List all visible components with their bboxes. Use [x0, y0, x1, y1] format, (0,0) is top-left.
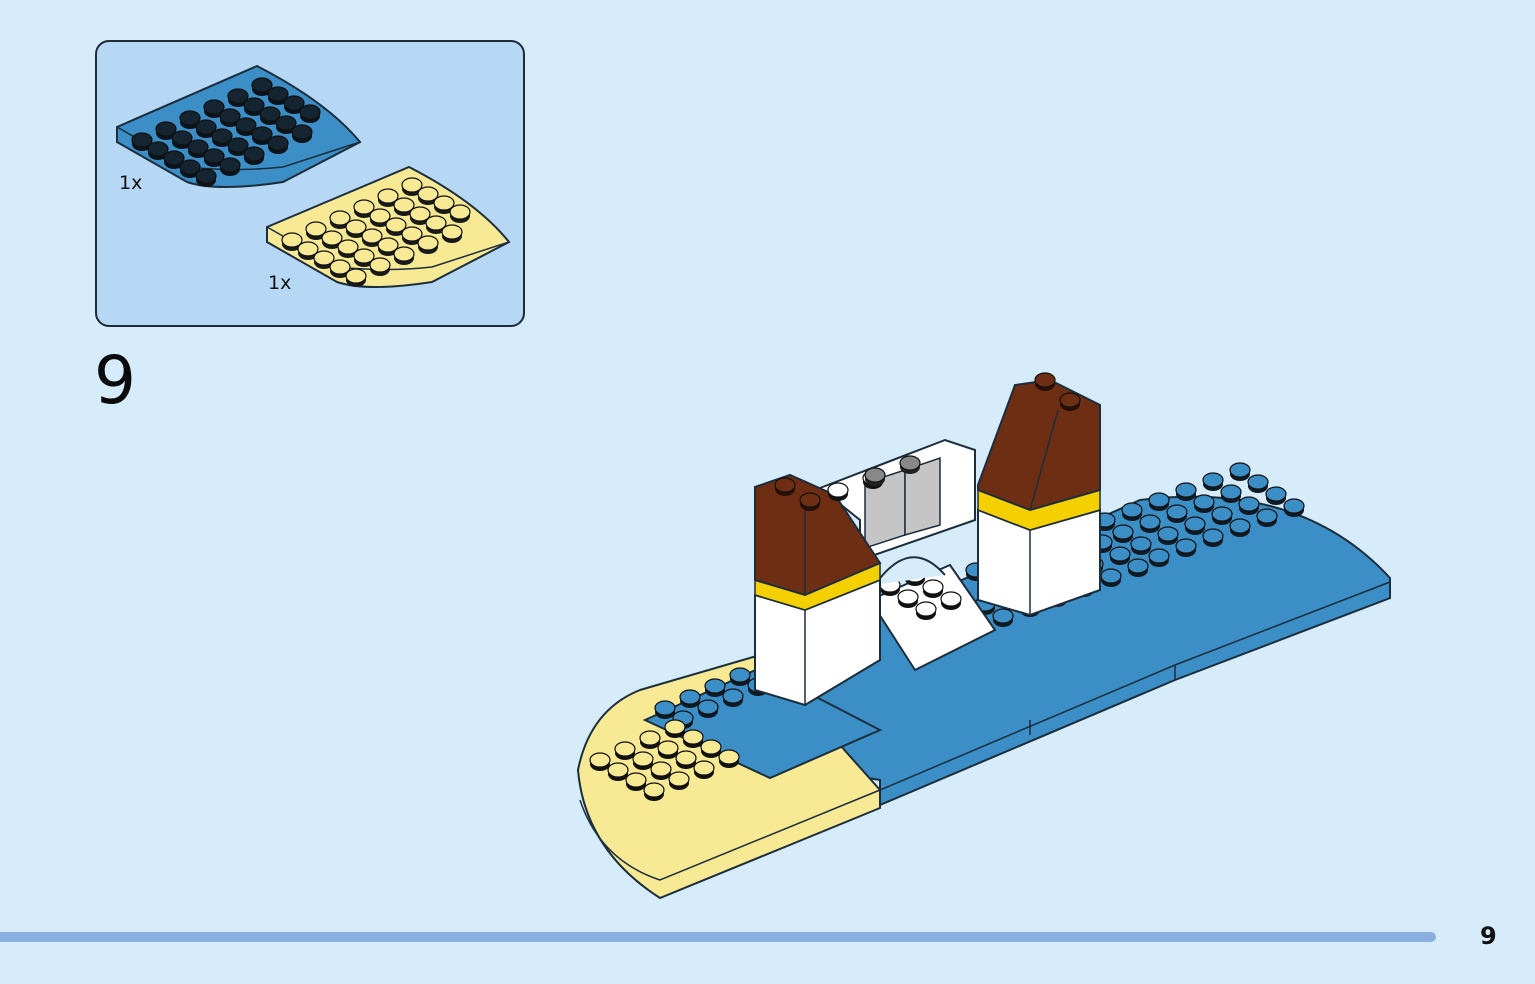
page-number: 9 — [1480, 922, 1497, 950]
parts-illustration — [116, 64, 511, 288]
step-number: 9 — [94, 342, 136, 419]
right-tower-icon — [977, 378, 1101, 617]
white-arch-icon — [818, 438, 976, 586]
parts-list-panel: 1x 1x — [95, 40, 525, 327]
yellow-plate-quantity: 1x — [268, 272, 292, 294]
progress-bar — [0, 932, 1436, 942]
left-tower-icon — [754, 473, 882, 707]
blue-plate-quantity: 1x — [119, 172, 143, 194]
blue-round-plate-icon — [116, 64, 362, 188]
yellow-round-plate-icon — [266, 165, 511, 288]
